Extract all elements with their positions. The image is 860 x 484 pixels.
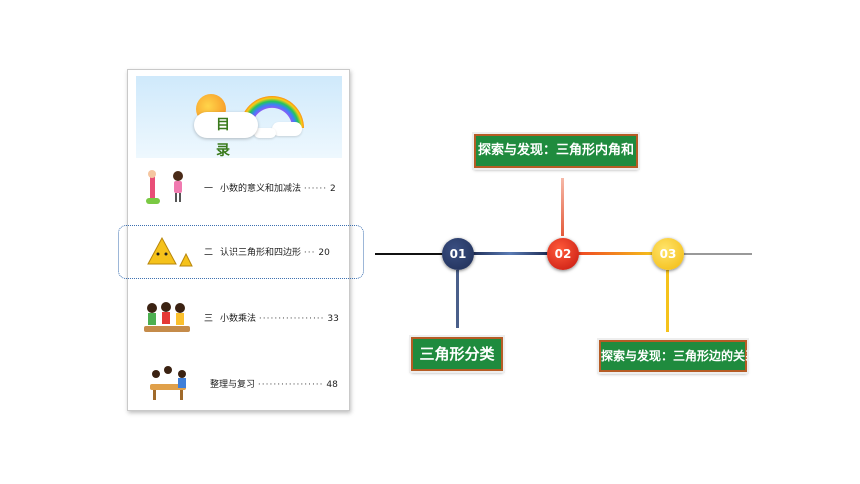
- toc-row-number: 二: [204, 248, 214, 258]
- stem-03: [666, 270, 669, 332]
- triangle-character-illustration: [147, 236, 193, 267]
- toc-card: 目 录 一 小数的意义和加减法 ······ 2 二 认识三角形和四边形: [127, 69, 350, 411]
- stem-01: [456, 270, 459, 328]
- stem-02: [561, 178, 564, 236]
- children-exercise-illustration: [146, 170, 183, 204]
- toc-row-leader: ·················: [258, 314, 325, 324]
- toc-row-text: 认识三角形和四边形 ··· 20: [220, 245, 330, 258]
- timeline-node-03[interactable]: 03: [652, 238, 684, 270]
- topic-01-label[interactable]: 三角形分类: [409, 335, 505, 373]
- children-group-illustration: [144, 302, 190, 332]
- toc-row-1[interactable]: 一 小数的意义和加减法 ······ 2: [136, 168, 342, 208]
- timeline-node-02[interactable]: 02: [547, 238, 579, 270]
- toc-row-leader: ···: [303, 248, 316, 258]
- timeline-connector-01-02: [472, 252, 548, 255]
- toc-row-text: 小数的意义和加减法 ······ 2: [220, 181, 336, 194]
- toc-row-3[interactable]: 三 小数乘法 ················· 33: [136, 298, 342, 338]
- topic-03-label[interactable]: 探索与发现：三角形边的关系: [597, 338, 757, 374]
- toc-row-leader: ······: [303, 184, 328, 194]
- timeline-node-01[interactable]: 01: [442, 238, 474, 270]
- toc-row-page: 2: [329, 184, 336, 194]
- toc-row-title: 小数乘法: [220, 314, 257, 324]
- timeline-connector-02-03: [576, 252, 654, 255]
- timeline-axis-left: [375, 253, 445, 255]
- toc-row-4[interactable]: 整理与复习 ················· 48: [136, 364, 342, 404]
- toc-row-text: 小数乘法 ················· 33: [220, 311, 339, 324]
- topic-02-label[interactable]: 探索与发现：三角形内角和: [472, 132, 640, 170]
- toc-row-number: 一: [204, 184, 214, 194]
- cloud-icon: [272, 122, 302, 136]
- toc-row-title: 小数的意义和加减法: [220, 184, 302, 194]
- toc-row-page: 20: [318, 248, 330, 258]
- toc-row-page: 33: [327, 314, 339, 324]
- toc-row-page: 48: [326, 380, 338, 390]
- children-table-illustration: [150, 366, 186, 400]
- toc-title: 目 录: [194, 112, 258, 159]
- toc-row-highlight: [118, 225, 364, 279]
- toc-header-banner: 目 录: [136, 76, 342, 159]
- toc-row-title: 认识三角形和四边形: [220, 248, 302, 258]
- toc-row-2[interactable]: 二 认识三角形和四边形 ··· 20: [136, 232, 342, 272]
- cloud-icon: [254, 128, 276, 138]
- toc-row-leader: ·················: [257, 380, 324, 390]
- timeline-axis-right: [684, 253, 752, 255]
- toc-row-number: 三: [204, 314, 214, 324]
- toc-row-title: 整理与复习: [210, 380, 256, 390]
- toc-row-text: 整理与复习 ················· 48: [210, 377, 338, 390]
